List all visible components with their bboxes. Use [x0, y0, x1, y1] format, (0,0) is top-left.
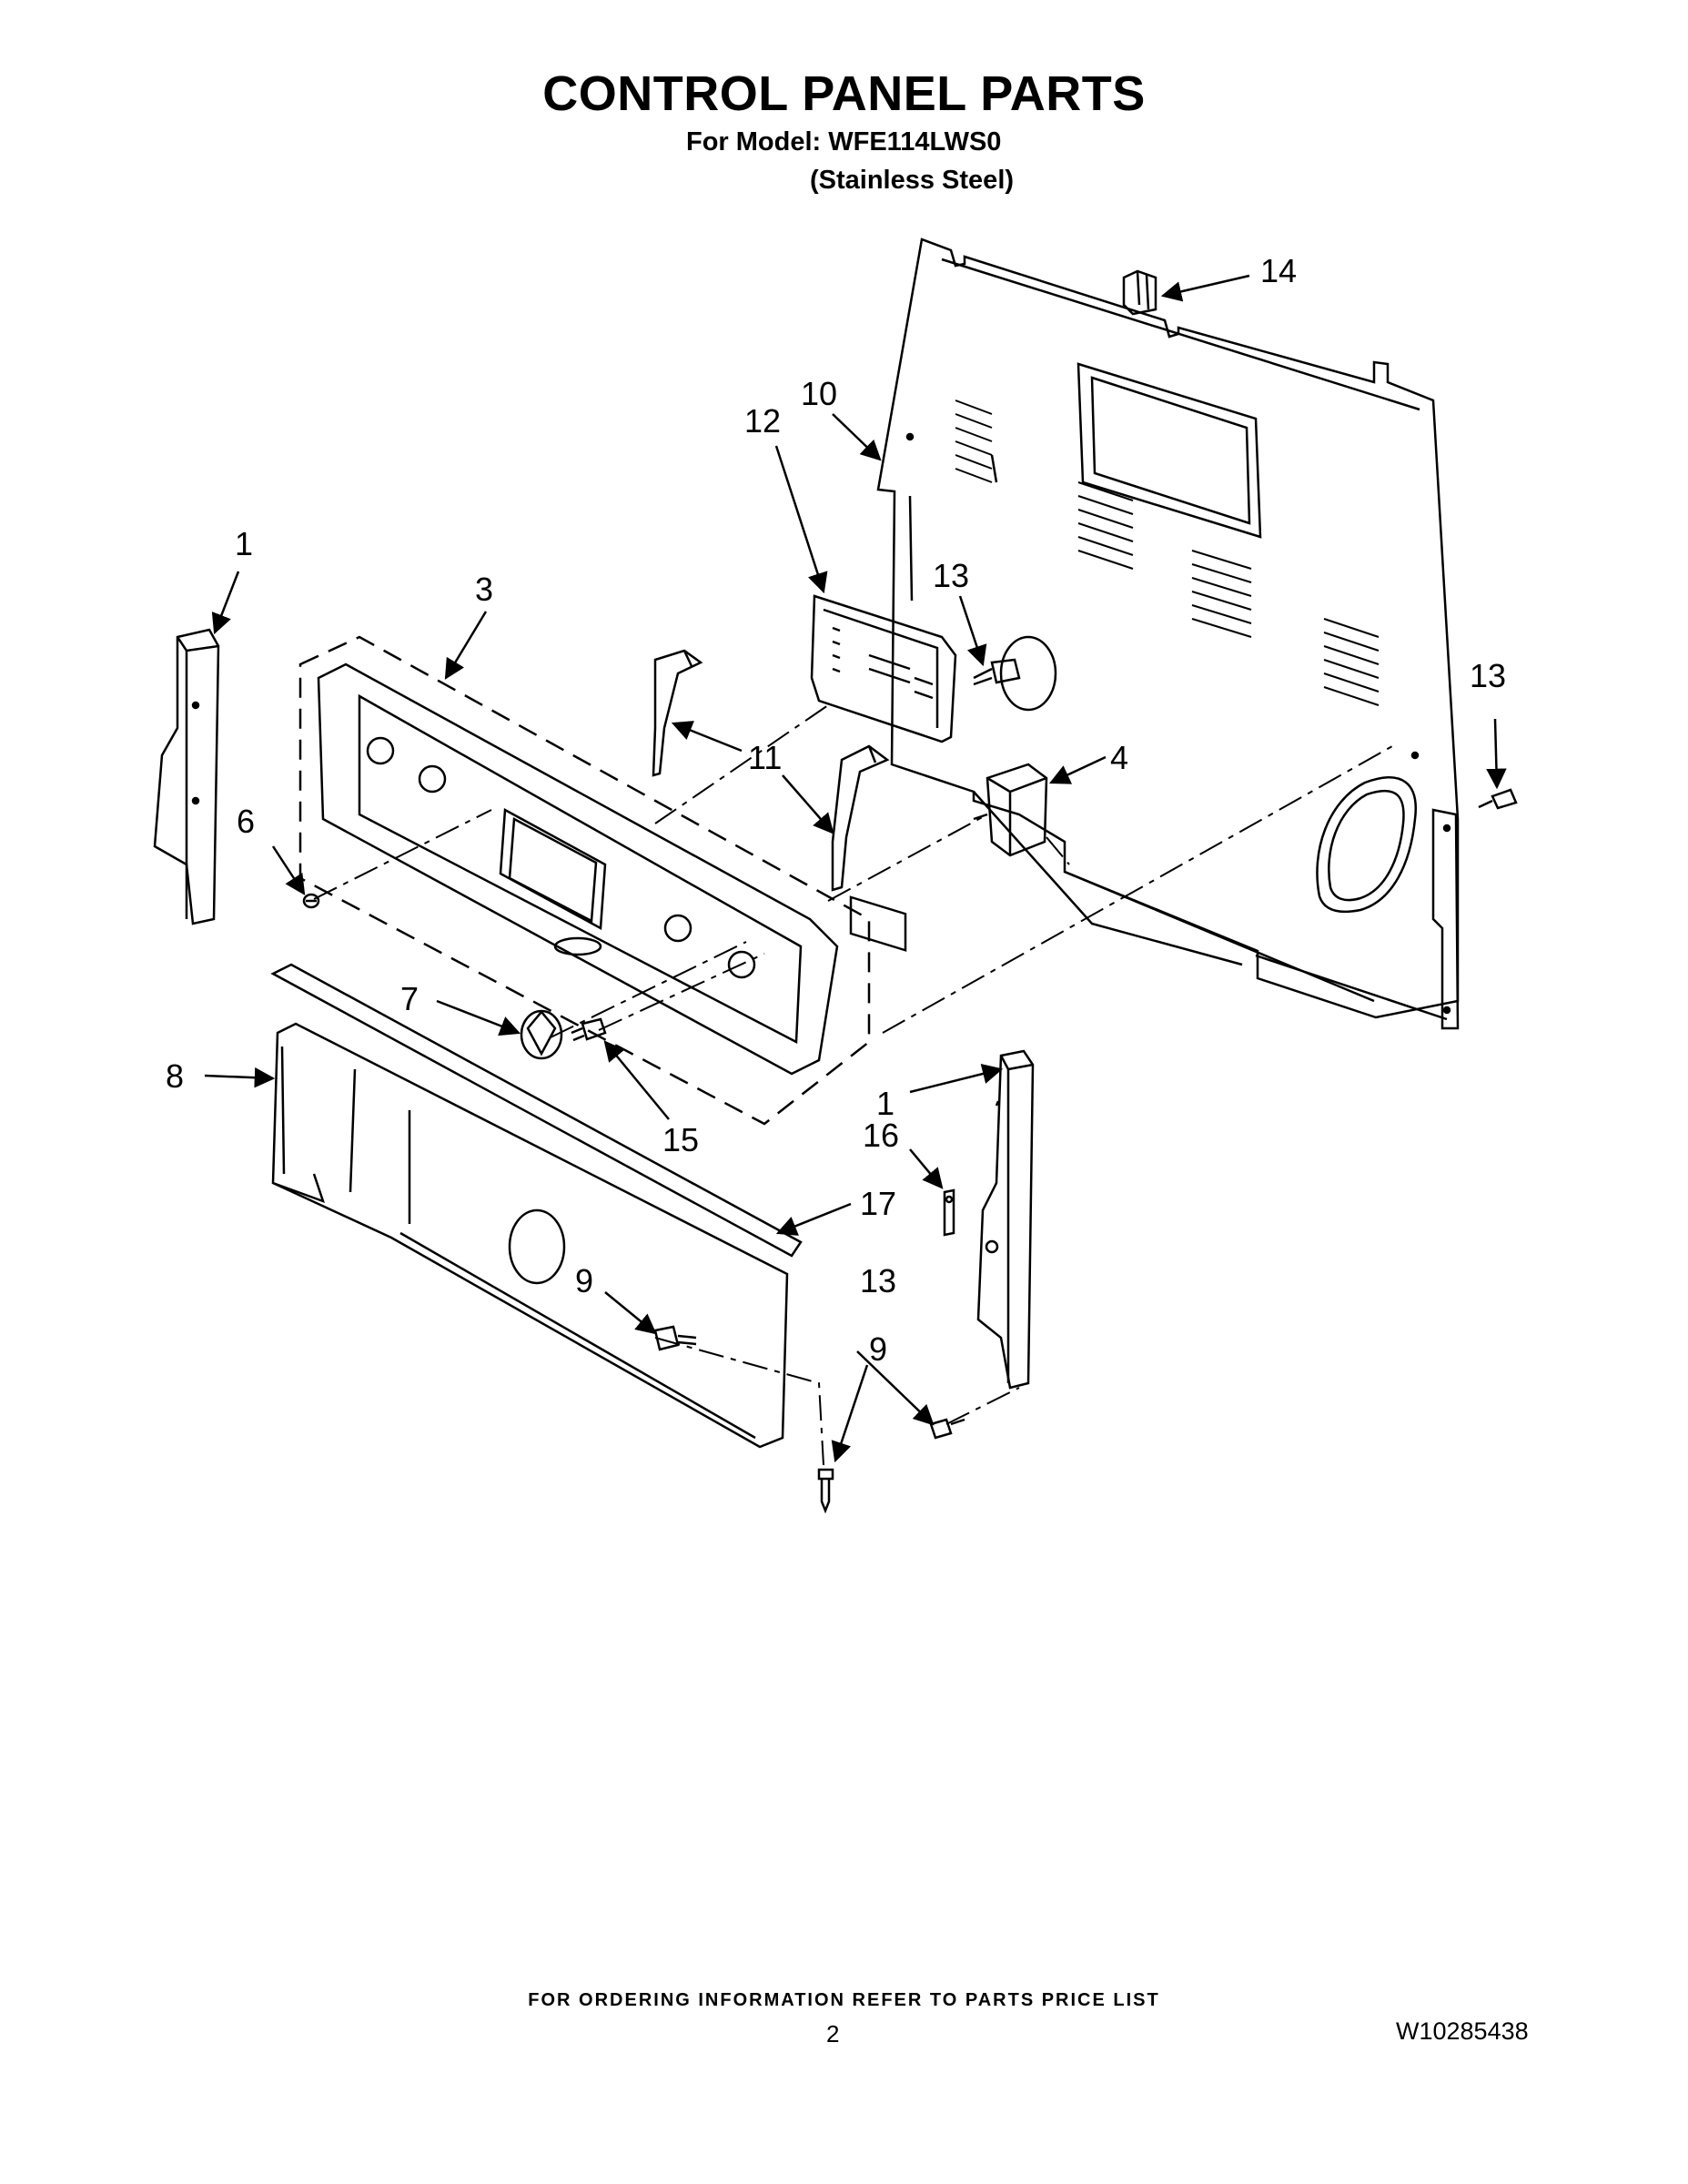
callout-9-center: 9 — [575, 1262, 593, 1299]
callout-12: 12 — [744, 402, 781, 440]
part-1-left-end-cap — [153, 628, 220, 925]
part-12-electronic-control — [810, 594, 957, 952]
callout-15: 15 — [662, 1121, 699, 1158]
document-number: W10285438 — [1396, 2017, 1529, 2045]
callout-6: 6 — [237, 803, 255, 840]
callout-4: 4 — [1110, 739, 1128, 776]
rear-panel-vents — [955, 399, 1380, 706]
callout-14: 14 — [1260, 252, 1297, 289]
part-4-switch — [973, 763, 1048, 857]
callout-9-bottom: 9 — [869, 1330, 887, 1368]
ordering-note: FOR ORDERING INFORMATION REFER TO PARTS … — [528, 1990, 1160, 2010]
part-13-screw-lower — [929, 1418, 965, 1440]
rear-panel — [876, 238, 1460, 1030]
callout-17: 17 — [860, 1185, 896, 1222]
model-variant: (Stainless Steel) — [810, 166, 1015, 195]
part-16-clip — [943, 1188, 955, 1237]
callout-16: 16 — [863, 1117, 899, 1154]
callout-labels: 1 1 3 4 6 7 8 9 9 10 11 12 13 13 13 14 1… — [166, 252, 1506, 1368]
part-13-screw-right — [1478, 788, 1518, 810]
callout-3: 3 — [475, 571, 493, 608]
assembly-lines — [313, 704, 1393, 1466]
part-1-right-end-cap — [976, 1049, 1035, 1390]
callout-7: 7 — [400, 980, 419, 1017]
callout-8: 8 — [166, 1057, 184, 1095]
part-9-screw-bottom — [817, 1468, 834, 1514]
callout-10: 10 — [801, 375, 837, 412]
part-9-screw-center — [653, 1325, 697, 1351]
part-15-shaft-adapter — [571, 1017, 607, 1042]
part-3-console — [298, 635, 871, 1126]
page-title: CONTROL PANEL PARTS — [542, 66, 1146, 121]
callout-13-lower: 13 — [860, 1262, 896, 1299]
part-7-knob — [520, 1009, 563, 1060]
part-11-brackets — [652, 649, 890, 892]
callout-11: 11 — [748, 739, 782, 776]
model-line: For Model: WFE114LWS0 — [686, 127, 1002, 157]
callout-leaders — [204, 274, 1507, 1463]
callout-13-upper: 13 — [933, 557, 969, 594]
part-13-screw-upper — [973, 635, 1057, 712]
callout-13-right: 13 — [1470, 657, 1506, 694]
part-8-lower-panel — [270, 963, 803, 1449]
part-6-screw — [302, 893, 320, 909]
page-number: 2 — [826, 2020, 840, 2048]
part-14-clip — [1122, 269, 1157, 316]
callout-1-right: 1 — [876, 1085, 895, 1122]
callout-1-left: 1 — [235, 525, 253, 562]
